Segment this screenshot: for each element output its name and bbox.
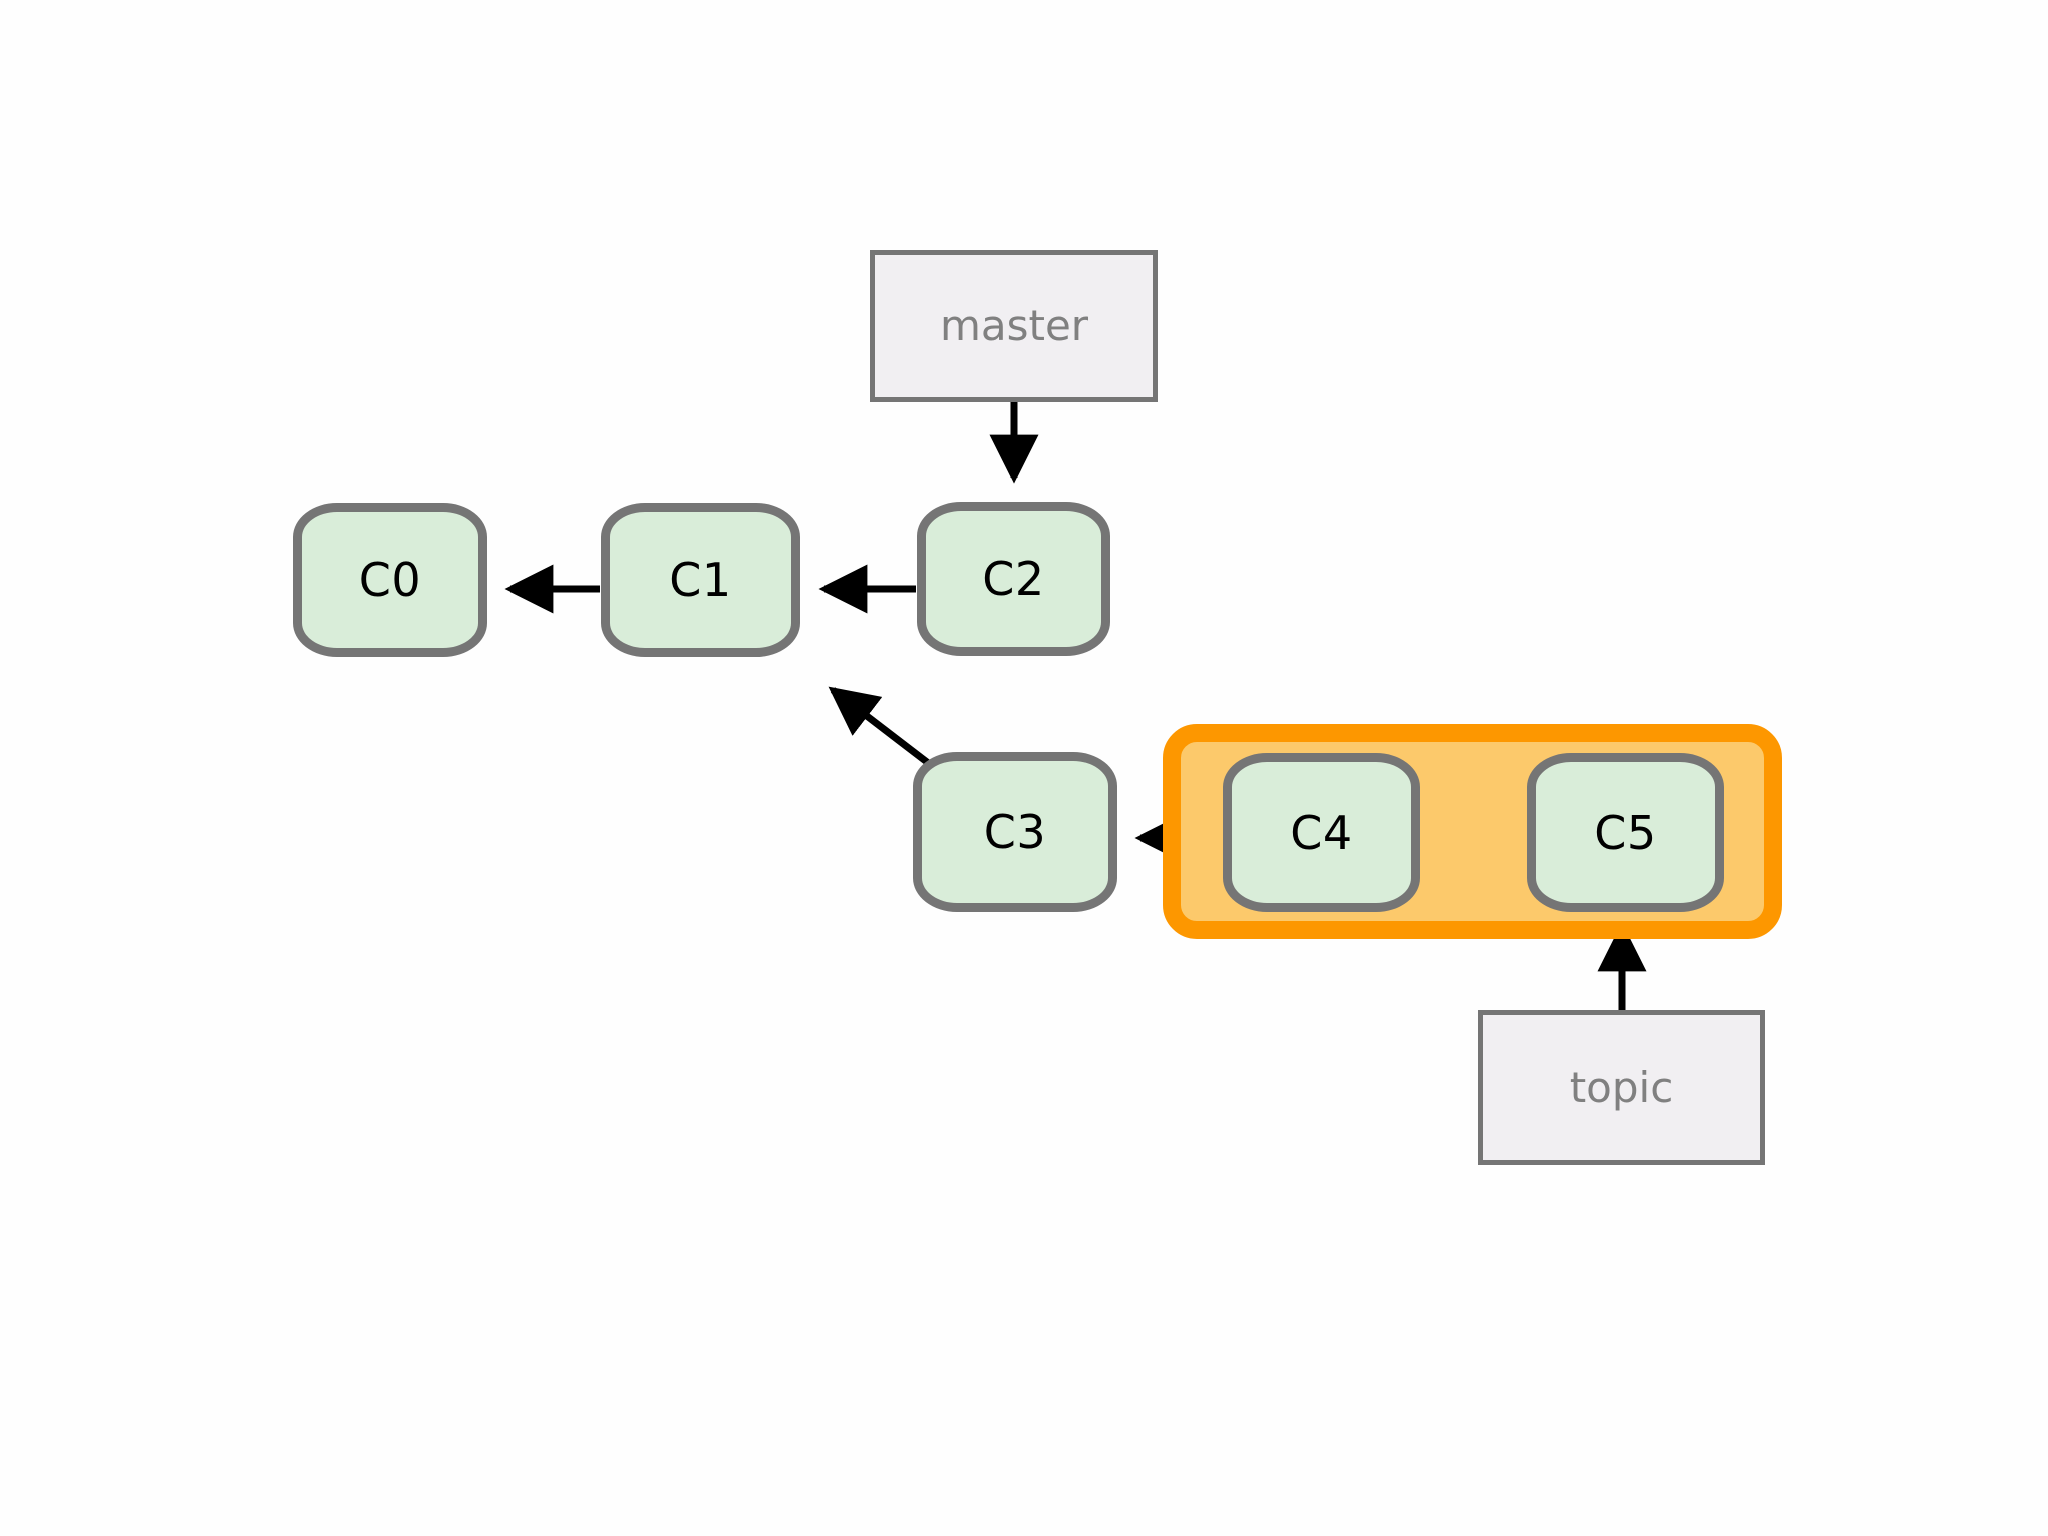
commit-node-c0[interactable]: C0 <box>293 503 487 657</box>
edge-c3-c1 <box>828 686 943 775</box>
commit-node-c5[interactable]: C5 <box>1527 753 1724 912</box>
branch-label-text: topic <box>1569 1062 1674 1112</box>
commit-node-c4[interactable]: C4 <box>1223 753 1420 912</box>
branch-label-text: master <box>939 301 1089 350</box>
commit-node-c2[interactable]: C2 <box>917 502 1110 656</box>
branch-label-topic[interactable]: topic <box>1478 1010 1765 1165</box>
commit-label: C2 <box>982 552 1045 606</box>
commit-label: C3 <box>983 805 1047 859</box>
branch-label-master[interactable]: master <box>870 250 1158 402</box>
commit-label: C4 <box>1290 805 1353 860</box>
commit-node-c3[interactable]: C3 <box>913 752 1117 912</box>
commit-label: C0 <box>358 553 422 607</box>
commit-label: C5 <box>1594 805 1657 860</box>
commit-node-c1[interactable]: C1 <box>601 503 800 657</box>
commit-label: C1 <box>669 553 732 607</box>
